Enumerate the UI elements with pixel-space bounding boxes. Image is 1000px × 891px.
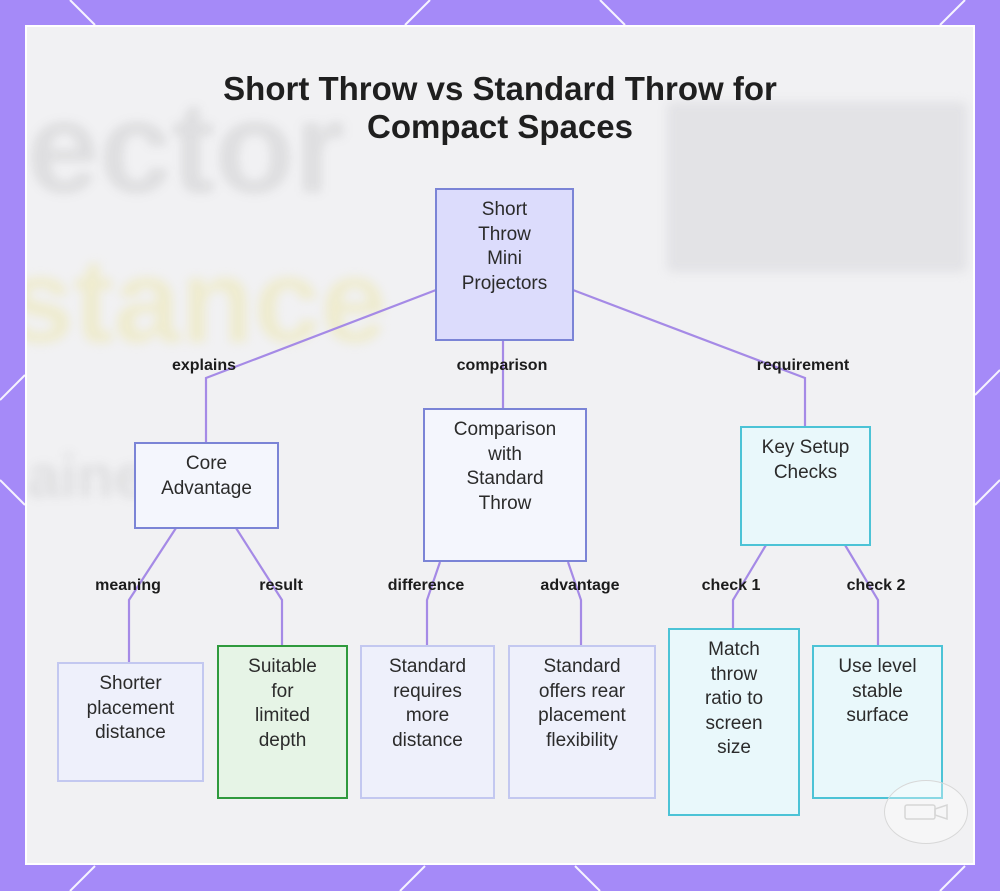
edge-explains-line	[204, 288, 437, 442]
edge-result-line	[235, 527, 284, 646]
node-core-advantage: Core Advantage	[134, 442, 279, 529]
watermark-badge	[884, 780, 968, 844]
node-match-throw-ratio: Match throw ratio to screen size	[668, 628, 800, 816]
node-short-throw-mini-projectors: Short Throw Mini Projectors	[435, 188, 574, 341]
node-suitable-limited-depth: Suitable for limited depth	[217, 645, 348, 799]
edge-difference-line	[425, 561, 442, 646]
edge-check2-line	[844, 544, 880, 646]
node-use-level-stable-surface: Use level stable surface	[812, 645, 943, 799]
edge-label-meaning: meaning	[95, 577, 161, 594]
edge-label-result: result	[259, 577, 303, 594]
edge-label-check-1: check 1	[701, 577, 761, 594]
edge-label-advantage: advantage	[540, 577, 620, 594]
edge-meaning-line	[127, 527, 177, 662]
edge-label-explains: explains	[171, 357, 237, 374]
edge-label-requirement: requirement	[756, 357, 850, 374]
edge-label-difference: difference	[387, 577, 465, 594]
edge-check1-line	[731, 544, 767, 629]
edge-advantage-line	[566, 561, 583, 646]
node-shorter-placement-distance: Shorter placement distance	[57, 662, 204, 782]
node-standard-requires-more-distance: Standard requires more distance	[360, 645, 495, 799]
watermark-icon	[904, 803, 948, 821]
edge-label-comparison: comparison	[456, 357, 548, 374]
edge-label-check-2: check 2	[846, 577, 906, 594]
diagram-title: Short Throw vs Standard Throw for Compac…	[223, 70, 777, 145]
node-standard-rear-flexibility: Standard offers rear placement flexibili…	[508, 645, 656, 799]
edge-requirement-line	[572, 288, 807, 427]
node-key-setup-checks: Key Setup Checks	[740, 426, 871, 546]
node-comparison-standard-throw: Comparison with Standard Throw	[423, 408, 587, 562]
